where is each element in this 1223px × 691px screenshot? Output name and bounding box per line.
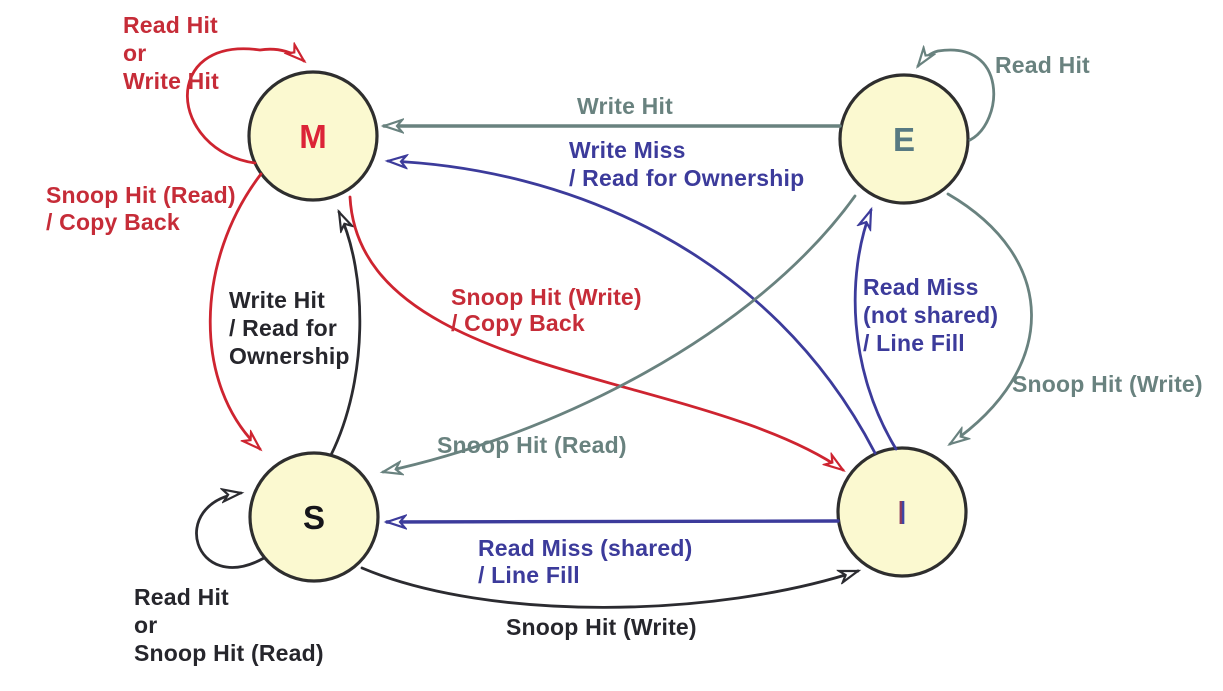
edge-e-to-s [383, 194, 857, 472]
edge-s-self-loop [195, 493, 266, 569]
label-e-self-loop: Read Hit [995, 51, 1090, 79]
label-s-self-loop: Read Hit or Snoop Hit (Read) [134, 583, 324, 667]
edge-e-to-i [946, 192, 1033, 444]
label-line: Write Hit [123, 68, 219, 94]
edge-i-to-m [388, 161, 877, 455]
label-i-to-s: Read Miss (shared) / Line Fill [478, 535, 693, 589]
label-line: / Read for [229, 315, 338, 341]
label-s-to-m: Write Hit / Read for Ownership [229, 286, 350, 370]
label-line: Read Hit [123, 12, 218, 38]
label-line: Write Hit [577, 93, 673, 119]
label-m-self-loop: Read Hit or Write Hit [123, 11, 219, 95]
state-node-shared [248, 451, 380, 583]
label-line: or [123, 40, 147, 66]
label-line: / Line Fill [863, 330, 965, 356]
edge-i-to-s [387, 521, 840, 522]
label-line: Snoop Hit (Write) [506, 614, 697, 640]
state-node-exclusive [838, 73, 970, 205]
state-node-modified [247, 70, 379, 202]
label-line: Write Hit [229, 287, 325, 313]
label-line: or [134, 612, 158, 638]
label-line: Snoop Hit (Read) [437, 432, 627, 458]
label-line: Write Miss [569, 137, 686, 163]
label-s-to-i: Snoop Hit (Write) [506, 613, 697, 641]
edge-e-self-loop [918, 50, 996, 142]
edge-m-to-s [208, 172, 261, 449]
edge-s-to-m [329, 212, 362, 457]
state-letter-s: S [303, 499, 325, 536]
label-line: Snoop Hit (Read) [46, 182, 236, 208]
label-line: Snoop Hit (Write) [1012, 371, 1203, 397]
state-letter-e: E [893, 121, 915, 158]
label-e-to-m: Write Hit [577, 92, 673, 120]
label-line: Snoop Hit (Read) [134, 640, 324, 666]
label-line: Snoop Hit (Write) [451, 284, 642, 310]
label-line: Read Hit [134, 584, 229, 610]
label-line: / Copy Back [46, 209, 180, 235]
label-m-to-s: Snoop Hit (Read) / Copy Back [46, 182, 236, 236]
edge-m-to-i [348, 195, 843, 470]
edge-i-to-e [853, 210, 898, 451]
label-line: (not shared) [863, 302, 999, 328]
label-line: Read Hit [995, 52, 1090, 78]
label-line: / Line Fill [478, 562, 580, 588]
edge-m-self-loop [185, 49, 304, 165]
label-line: / Copy Back [451, 310, 585, 336]
edge-s-to-i [360, 566, 858, 609]
label-line: Read Miss (shared) [478, 535, 693, 561]
label-m-to-i: Snoop Hit (Write) / Copy Back [451, 284, 642, 336]
label-i-to-m: Write Miss / Read for Ownership [569, 136, 804, 192]
label-e-to-s: Snoop Hit (Read) [437, 431, 627, 459]
label-line: Ownership [229, 343, 350, 369]
state-node-invalid [836, 446, 968, 578]
label-line: Read Miss [863, 274, 979, 300]
label-i-to-e: Read Miss (not shared) / Line Fill [863, 273, 998, 357]
label-line: / Read for Ownership [569, 165, 805, 191]
state-letter-m: M [299, 118, 327, 155]
state-letter-i: I [897, 494, 906, 531]
label-e-to-i: Snoop Hit (Write) [1012, 370, 1203, 398]
